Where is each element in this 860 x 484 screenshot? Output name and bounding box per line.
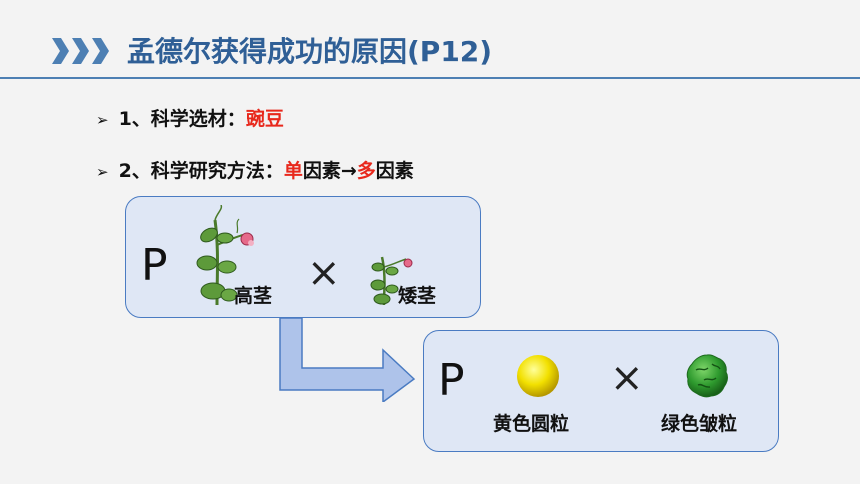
parent-generation-label: P bbox=[141, 240, 168, 291]
short-stem-label: 矮茎 bbox=[398, 285, 437, 307]
header-divider bbox=[0, 77, 860, 79]
green-wrinkled-label: 绿色皱粒 bbox=[661, 413, 738, 435]
parent-generation-label: P bbox=[438, 355, 465, 406]
cross-symbol: × bbox=[307, 250, 341, 296]
bullet-arrow-icon: ➢ bbox=[96, 111, 109, 129]
yellow-round-seed-image bbox=[517, 355, 559, 397]
bullet-item: ➢1、科学选材：豌豆 bbox=[96, 108, 284, 130]
cross-symbol: × bbox=[610, 355, 644, 401]
bullet-item: ➢2、科学研究方法：单因素→多因素 bbox=[96, 160, 414, 182]
short-pea-plant-image bbox=[370, 256, 413, 305]
page-title: 孟德尔获得成功的原因(P12) bbox=[127, 35, 493, 68]
cross-box-height bbox=[125, 196, 481, 318]
green-wrinkled-seed-image bbox=[686, 354, 728, 398]
connector-arrow-icon bbox=[279, 317, 416, 402]
yellow-round-label: 黄色圆粒 bbox=[493, 413, 570, 435]
tall-pea-plant-image bbox=[196, 205, 254, 305]
bullet-arrow-icon: ➢ bbox=[96, 163, 109, 181]
chevron-arrows-icon bbox=[52, 38, 109, 64]
tall-stem-label: 高茎 bbox=[234, 285, 273, 307]
